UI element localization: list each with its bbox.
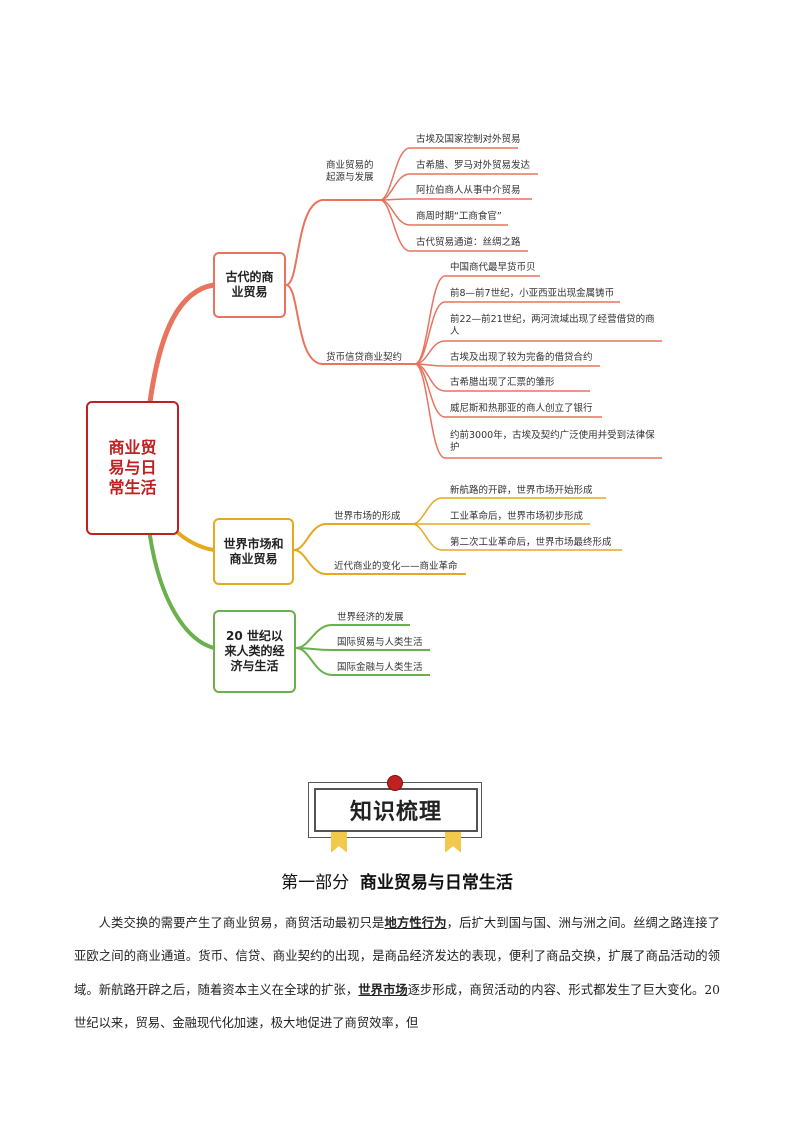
group-international-finance[interactable]: 国际金融与人类生活 [337,662,423,673]
para-text-1: 人类交换的需要产生了商业贸易，商贸活动最初只是 [98,916,385,930]
leaf-second-industrial-revolution[interactable]: 第二次工业革命后，世界市场最终形成 [450,537,612,548]
body-paragraph: 人类交换的需要产生了商业贸易，商贸活动最初只是地方性行为，后扩大到国与国、洲与洲… [74,906,720,1040]
leaf-arab-merchants[interactable]: 阿拉伯商人从事中介贸易 [416,185,521,196]
leaf-metal-coins[interactable]: 前8—前7世纪，小亚西亚出现金属铸币 [450,288,615,299]
leaf-shell-currency[interactable]: 中国商代最早货币贝 [450,262,536,273]
group-commercial-revolution[interactable]: 近代商业的变化——商业革命 [334,561,458,572]
badge-right-ribbon-icon [445,832,461,853]
mind-map-connectors [147,147,662,676]
leaf-loan-contracts[interactable]: 古埃及出现了较为完备的借贷合约 [450,352,593,363]
leaf-banks[interactable]: 威尼斯和热那亚的商人创立了银行 [450,403,593,414]
branch-node-world-market[interactable]: 世界市场和商业贸易 [213,518,294,585]
leaf-contracts-law[interactable]: 约前3000年，古埃及契约广泛使用并受到法律保护 [450,430,655,453]
leaf-greece-rome-trade[interactable]: 古希腊、罗马对外贸易发达 [416,160,531,171]
mind-map: 商业贸易与日常生活 古代的商业贸易 世界市场和商业贸易 20 世纪以来人类的经济… [86,134,662,693]
leaf-industrial-revolution[interactable]: 工业革命后，世界市场初步形成 [450,511,584,522]
leaf-bill-of-exchange[interactable]: 古希腊出现了汇票的雏形 [450,377,555,388]
leaf-egypt-trade[interactable]: 古埃及国家控制对外贸易 [416,134,521,145]
para-text-2: ，后扩大到国与国、洲与洲之间。丝绸之路连接了亚欧之间的商业通道。货币、信贷、商业… [74,916,720,997]
group-world-economy[interactable]: 世界经济的发展 [337,612,404,623]
para-text-3: 逐步形成，商贸活动的内容、形式都发生了巨大变化。20 世纪以来，贸易、金融现代化… [74,983,720,1030]
knowledge-badge: 知识梳理 [308,775,484,853]
group-currency-credit[interactable]: 货币信贷商业契约 [326,352,403,363]
leaf-lending-merchants[interactable]: 前22—前21世纪，两河流域出现了经营借贷的商人 [450,314,655,337]
root-node[interactable]: 商业贸易与日常生活 [86,401,179,535]
para-underline-world-market: 世界市场 [358,982,408,997]
branch-node-ancient-trade[interactable]: 古代的商业贸易 [213,252,286,318]
leaf-shang-zhou[interactable]: 商周时期“工商食官” [416,211,502,222]
leaf-silk-road[interactable]: 古代贸易通道：丝绸之路 [416,237,521,248]
badge-title: 知识梳理 [349,800,442,825]
badge-red-dot-icon [387,775,403,791]
group-origin-development[interactable]: 商业贸易的起源与发展 [326,160,374,184]
badge-left-ribbon-icon [331,832,347,853]
para-underline-local: 地方性行为 [384,915,447,930]
section-heading: 第一部分 商业贸易与日常生活 [0,868,794,893]
section-title-text: 商业贸易与日常生活 [359,873,513,893]
section-part-label: 第一部分 [281,873,350,893]
leaf-new-routes[interactable]: 新航路的开辟，世界市场开始形成 [450,485,593,496]
group-world-market-formation[interactable]: 世界市场的形成 [334,511,401,522]
group-international-trade[interactable]: 国际贸易与人类生活 [337,637,423,648]
branch-node-20th-century[interactable]: 20 世纪以来人类的经济与生活 [213,610,296,693]
